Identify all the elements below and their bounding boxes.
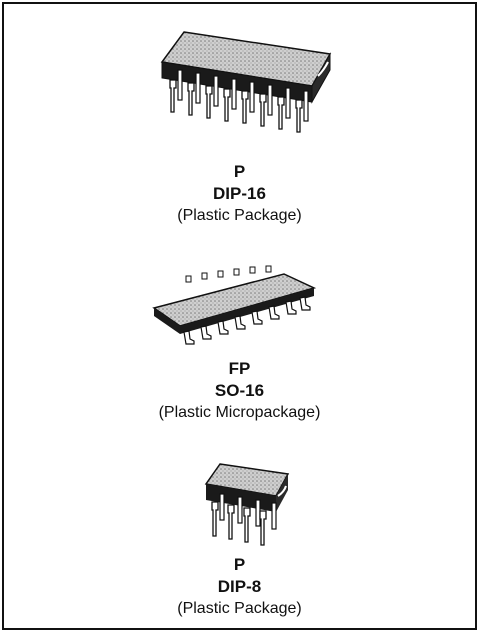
package-name: DIP-16 [213,184,266,203]
package-name: SO-16 [214,381,265,400]
package-description: (Plastic Package) [177,600,302,617]
package-name: DIP-8 [217,577,262,596]
package-figure: P DIP-16 (Plastic Package) [2,2,477,630]
so-16-package-icon [152,265,317,345]
package-code: FP [228,359,251,378]
dip-8-package-icon [204,463,290,546]
package-dip8: P DIP-8 (Plastic Package) [4,446,475,631]
package-dip16: P DIP-16 (Plastic Package) [4,4,475,234]
package-code: P [233,162,246,181]
package-code: P [233,555,246,574]
package-description: (Plastic Package) [177,207,302,224]
dip-16-package-icon [160,31,332,133]
package-so16: FP SO-16 (Plastic Micropackage) [4,244,475,434]
package-description: (Plastic Micropackage) [158,404,321,421]
